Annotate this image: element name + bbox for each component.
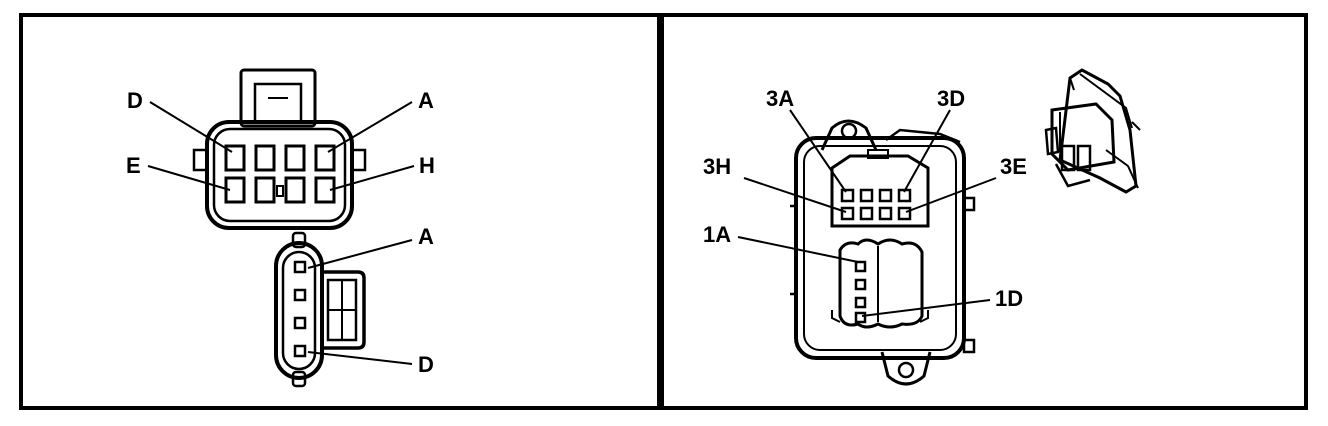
label-3h: 3H xyxy=(703,154,731,179)
label-top-a: A xyxy=(418,88,434,113)
module-upper-8-pin-socket xyxy=(830,149,930,228)
label-3a: 3A xyxy=(766,86,794,111)
label-bottom-d: D xyxy=(418,352,434,377)
label-3e: 3E xyxy=(1000,154,1027,179)
label-3d: 3D xyxy=(937,86,965,111)
label-top-d: D xyxy=(127,88,143,113)
left-panel-frame xyxy=(19,13,661,410)
bottom-4-pin-connector xyxy=(274,231,366,388)
label-top-h: H xyxy=(419,153,435,178)
top-connector-leaders xyxy=(147,101,415,191)
module-housing xyxy=(790,119,976,386)
label-bottom-a: A xyxy=(418,224,434,249)
module-leaders xyxy=(737,109,997,317)
right-panel-frame xyxy=(660,13,1308,410)
label-1d: 1D xyxy=(995,286,1023,311)
module-lower-4-pin-socket xyxy=(831,238,929,329)
bottom-connector-leaders xyxy=(307,239,413,365)
module-side-view xyxy=(1044,68,1141,194)
label-top-e: E xyxy=(126,153,141,178)
label-1a: 1A xyxy=(703,222,731,247)
top-8-pin-connector xyxy=(192,68,367,230)
